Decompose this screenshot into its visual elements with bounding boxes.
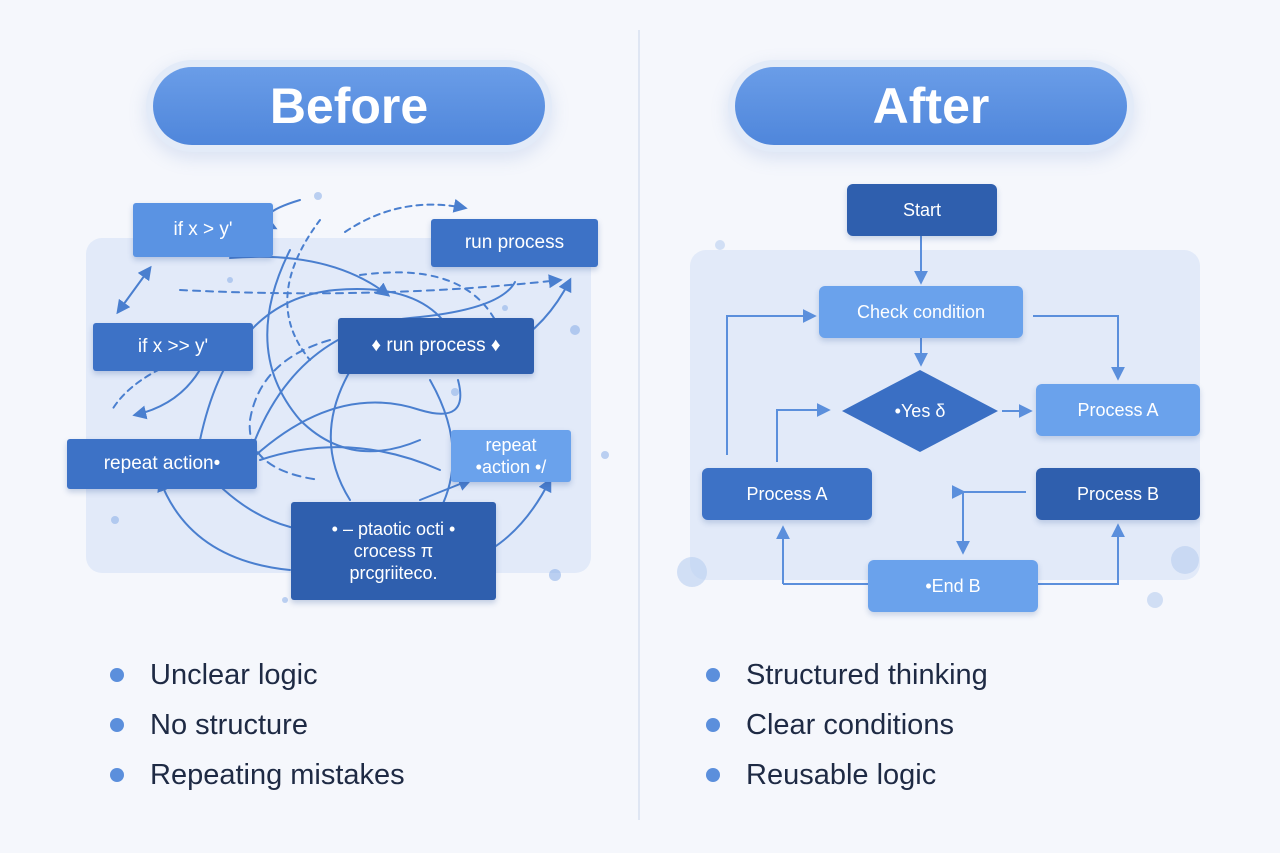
before-bullet-item: No structure [110,702,405,752]
bullet-dot-icon [110,768,124,782]
node-run-process-top: run process [431,219,598,267]
panel-divider [638,30,640,820]
after-title: After [735,67,1127,145]
bullet-text: Repeating mistakes [150,759,405,791]
bullet-dot-icon [706,718,720,732]
before-bullet-item: Unclear logic [110,652,405,702]
flow-process-b: Process B [1036,468,1200,520]
node-repeat-line1: repeat [485,435,537,455]
after-bullet-item: Clear conditions [706,702,988,752]
before-bullet-list: Unclear logic No structure Repeating mis… [110,652,405,802]
after-flow-arrows [677,236,1199,608]
bullet-text: Clear conditions [746,709,954,741]
node-run-process-middle: ♦ run process ♦ [338,318,534,374]
flow-process-a-right: Process A [1036,384,1200,436]
bullet-dot-icon [706,668,720,682]
bullet-text: Unclear logic [150,659,318,691]
bullet-dot-icon [110,668,124,682]
node-chaotic-line3: prcgriiteco. [349,563,438,583]
flow-check-condition: Check condition [819,286,1023,338]
flow-decision-label: •Yes δ [894,400,946,421]
after-panel: After Start Check condi [640,0,1280,853]
after-title-badge: After [728,60,1134,152]
bullet-text: No structure [150,709,308,741]
node-chaotic-line2: crocess π [353,541,434,561]
node-repeat-action: repeat action• [67,439,257,489]
flow-start: Start [847,184,997,236]
bullet-text: Reusable logic [746,759,937,791]
node-repeat-action-small: repeat •action •/ [451,430,571,482]
node-chaotic-line1: • – ptaotic octi • [331,519,456,539]
node-repeat-line2: •action •/ [475,457,547,477]
bullet-dot-icon [706,768,720,782]
before-title-badge: Before [146,60,552,152]
node-if-x-gtgt-y: if x >> y' [93,323,253,371]
before-title: Before [153,67,545,145]
flow-decision-diamond [842,370,998,452]
bullet-dot-icon [110,718,124,732]
bullet-text: Structured thinking [746,659,988,691]
after-bullet-item: Reusable logic [706,752,988,802]
before-bullet-item: Repeating mistakes [110,752,405,802]
node-if-x-gt-y: if x > y' [133,203,273,257]
flow-end: •End B [868,560,1038,612]
after-bullet-list: Structured thinking Clear conditions Reu… [706,652,988,802]
flow-process-a-left: Process A [702,468,872,520]
before-panel: Before [67,60,609,802]
after-bullet-item: Structured thinking [706,652,988,702]
node-chaotic-process: • – ptaotic octi • crocess π prcgriiteco… [291,502,496,600]
